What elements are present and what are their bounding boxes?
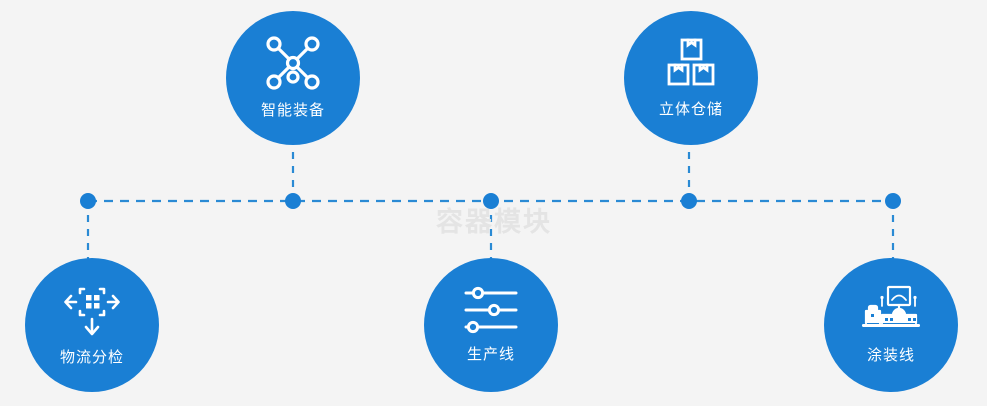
junction-dot <box>285 193 301 209</box>
node-production-line[interactable]: 生产线 <box>424 258 558 392</box>
node-label: 物流分检 <box>59 349 124 366</box>
node-label: 立体仓储 <box>658 101 723 118</box>
network-nodes-icon <box>266 36 320 90</box>
node-stereo-warehouse[interactable]: 立体仓储 <box>624 11 758 145</box>
node-label: 涂装线 <box>866 347 915 364</box>
sliders-icon <box>463 286 519 334</box>
control-panel-machine-icon <box>860 285 922 335</box>
sorting-arrows-icon <box>64 283 120 337</box>
watermark-label: 容器模块 <box>436 207 552 237</box>
junction-dot <box>483 193 499 209</box>
node-smart-equipment[interactable]: 智能装备 <box>226 11 360 145</box>
node-label: 生产线 <box>466 346 515 363</box>
junction-dot <box>681 193 697 209</box>
junction-dot <box>80 193 96 209</box>
stacked-boxes-icon <box>665 37 717 89</box>
junction-dot <box>885 193 901 209</box>
node-label: 智能装备 <box>260 102 325 119</box>
node-coating-line[interactable]: 涂装线 <box>824 258 958 392</box>
node-logistics-sorting[interactable]: 物流分检 <box>25 258 159 392</box>
